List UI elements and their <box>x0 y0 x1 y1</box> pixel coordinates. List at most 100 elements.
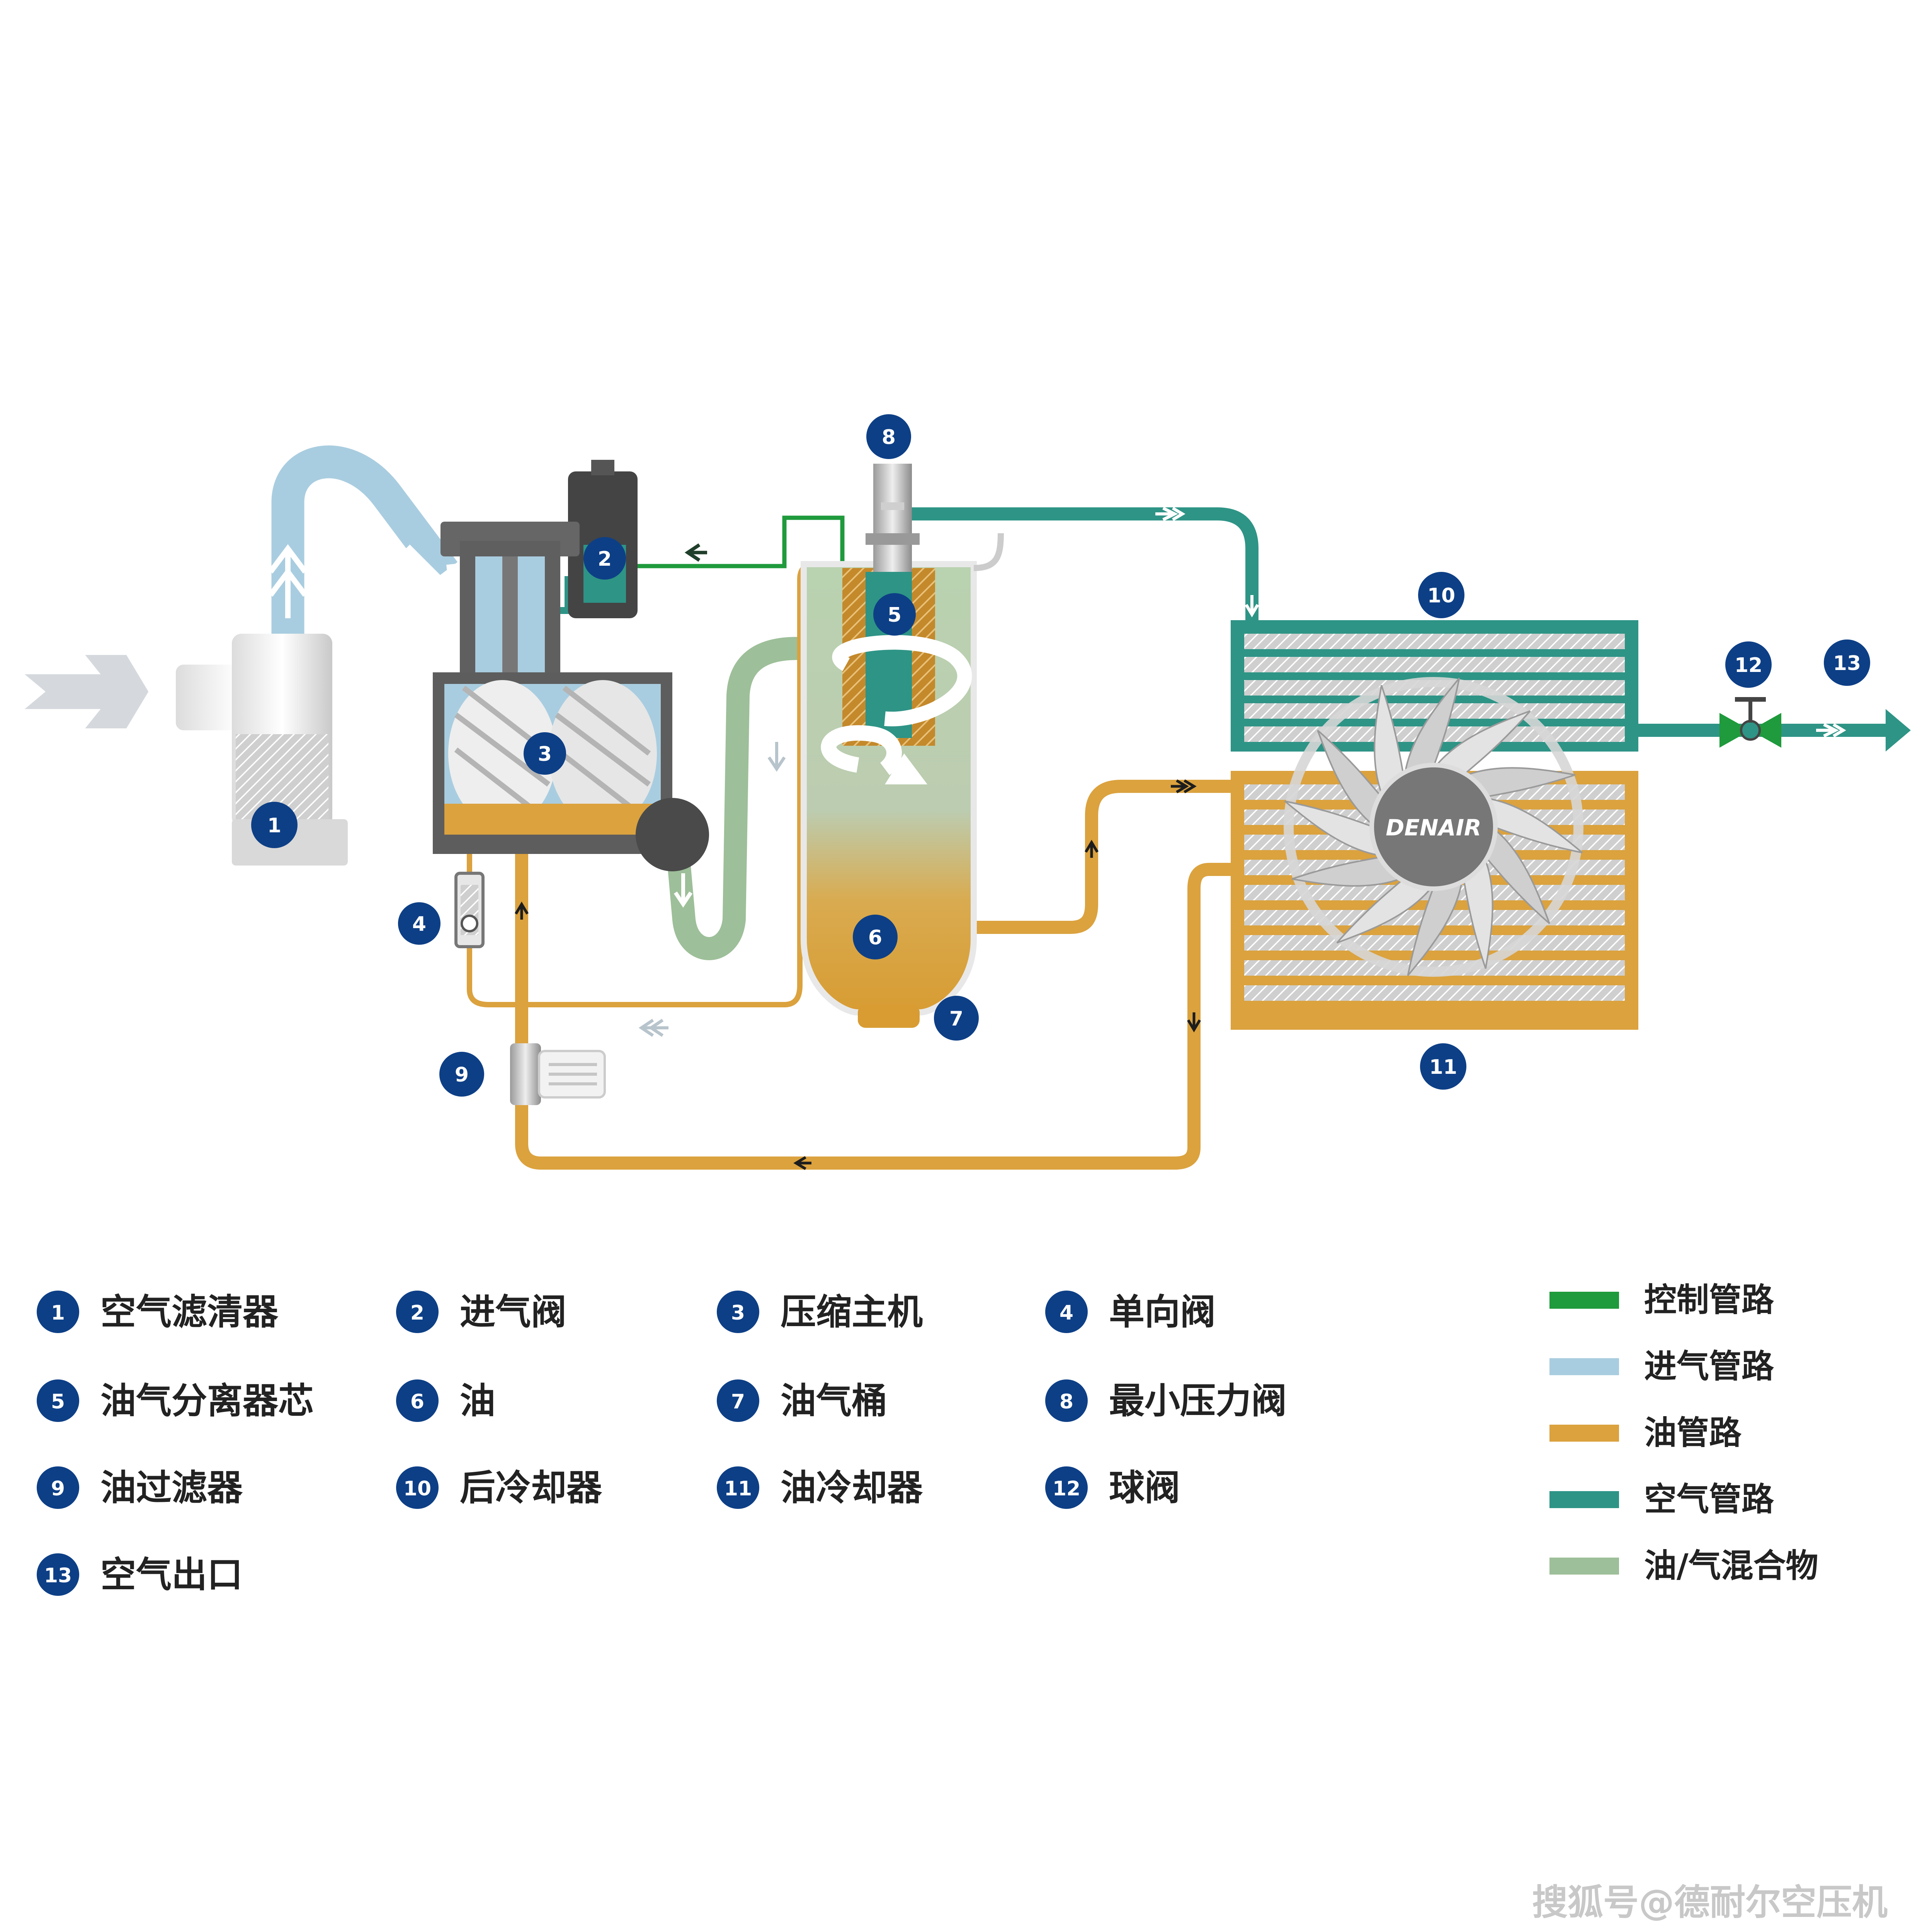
line-legend-label: 油管路 <box>1644 1414 1742 1452</box>
line-legend-item: 进气管路 <box>1549 1347 1774 1385</box>
callout-7: 7 <box>934 996 979 1041</box>
legend-number: 1 <box>51 1301 65 1325</box>
oil-return-arrow <box>638 1019 668 1037</box>
callout-4: 4 <box>398 902 440 945</box>
fan-blade <box>1407 876 1464 976</box>
fan-blade <box>1461 855 1493 969</box>
legend-number: 8 <box>1060 1390 1073 1413</box>
line-swatch <box>1549 1292 1619 1309</box>
callout-11: 11 <box>1420 1043 1466 1090</box>
svg-text:8: 8 <box>882 426 896 449</box>
legend-badge <box>37 1466 79 1509</box>
oil-separator-element <box>821 568 972 784</box>
svg-text:1: 1 <box>267 814 281 837</box>
legend-label: 进气阀 <box>460 1291 566 1333</box>
legend-badge <box>1045 1379 1088 1422</box>
svg-text:13: 13 <box>1833 652 1861 675</box>
legend-label: 球阀 <box>1109 1467 1180 1509</box>
fan-blade <box>1374 685 1406 799</box>
legend-number: 4 <box>1060 1301 1073 1325</box>
svg-text:11: 11 <box>1429 1056 1457 1079</box>
svg-text:2: 2 <box>598 548 612 571</box>
screw-rotors <box>448 680 657 827</box>
fan-blade <box>1479 825 1550 924</box>
control-line <box>634 515 850 570</box>
intake-arrow-into-compressor <box>401 544 471 606</box>
minimum-pressure-valve <box>866 464 920 572</box>
air-filter <box>176 634 348 866</box>
ball-valve <box>1719 697 1781 748</box>
check-valve <box>454 872 485 948</box>
legend-number: 10 <box>403 1477 431 1500</box>
cooling-fan: DENAIR <box>1284 677 1583 977</box>
incoming-air-arrow <box>14 651 153 732</box>
oil-cooler-return-line <box>515 831 1236 1170</box>
air-outlet-arrowhead <box>1886 709 1911 752</box>
legend-badge <box>717 1466 759 1509</box>
line-swatch <box>1549 1425 1619 1442</box>
legend-number: 9 <box>51 1477 65 1500</box>
callout-1: 1 <box>251 802 298 848</box>
svg-text:5: 5 <box>888 604 901 627</box>
fan-blade <box>1432 710 1531 782</box>
legend-badge <box>1045 1466 1088 1509</box>
fan-logo: DENAIR <box>1386 815 1481 841</box>
legend-badge <box>396 1466 439 1509</box>
callout-8: 8 <box>866 414 911 459</box>
compressed-air-line <box>912 507 1259 626</box>
legend-label: 油气桶 <box>781 1380 887 1422</box>
fan-blade <box>1403 677 1460 778</box>
legend-number: 6 <box>410 1390 424 1413</box>
svg-text:7: 7 <box>949 1007 963 1031</box>
legend-label: 单向阀 <box>1109 1291 1216 1333</box>
line-swatch <box>1549 1558 1619 1575</box>
legend-number: 3 <box>731 1301 745 1325</box>
line-legend-item: 油管路 <box>1549 1414 1742 1452</box>
callout-6: 6 <box>853 915 898 959</box>
fan-blade <box>1317 730 1388 828</box>
svg-text:12: 12 <box>1735 654 1762 677</box>
svg-text:6: 6 <box>868 926 882 949</box>
fan-blade <box>1284 800 1384 857</box>
legend-label: 压缩主机 <box>781 1291 923 1333</box>
air-flow-arrows <box>1155 507 1846 738</box>
line-legend-label: 进气管路 <box>1644 1347 1774 1385</box>
legend-number: 11 <box>724 1477 752 1500</box>
callout-12: 12 <box>1725 641 1772 688</box>
oil-main-line <box>954 780 1236 934</box>
fan-blade <box>1291 854 1406 887</box>
legend-number: 13 <box>44 1564 72 1587</box>
legend-item-9: 9 油过滤器 <box>37 1466 243 1509</box>
legend-number: 2 <box>410 1301 424 1325</box>
legend-label: 油过滤器 <box>100 1467 243 1509</box>
legend-label: 油 <box>460 1380 495 1422</box>
control-flow-arrow <box>684 543 707 562</box>
svg-text:4: 4 <box>412 913 426 936</box>
line-legend-label: 控制管路 <box>1644 1281 1774 1319</box>
legend-label: 油冷却器 <box>781 1467 923 1509</box>
line-swatch <box>1549 1358 1619 1375</box>
line-legend-item: 控制管路 <box>1549 1281 1774 1319</box>
line-legend-label: 油/气混合物 <box>1644 1547 1818 1585</box>
legend-badge <box>396 1291 439 1333</box>
legend-badge <box>717 1291 759 1333</box>
svg-text:10: 10 <box>1427 584 1455 607</box>
legend-item-2: 2 进气阀 <box>396 1291 566 1333</box>
svg-text:9: 9 <box>455 1063 469 1087</box>
legend-label: 后冷却器 <box>460 1467 602 1509</box>
legend-item-10: 10 后冷却器 <box>396 1466 602 1509</box>
callout-13: 13 <box>1824 639 1870 686</box>
legend-badge <box>37 1291 79 1333</box>
svg-text:3: 3 <box>538 743 552 766</box>
mixture-secondary-arrow <box>767 742 786 772</box>
legend-number: 12 <box>1053 1477 1080 1500</box>
intake-flow-arrows <box>268 544 308 618</box>
